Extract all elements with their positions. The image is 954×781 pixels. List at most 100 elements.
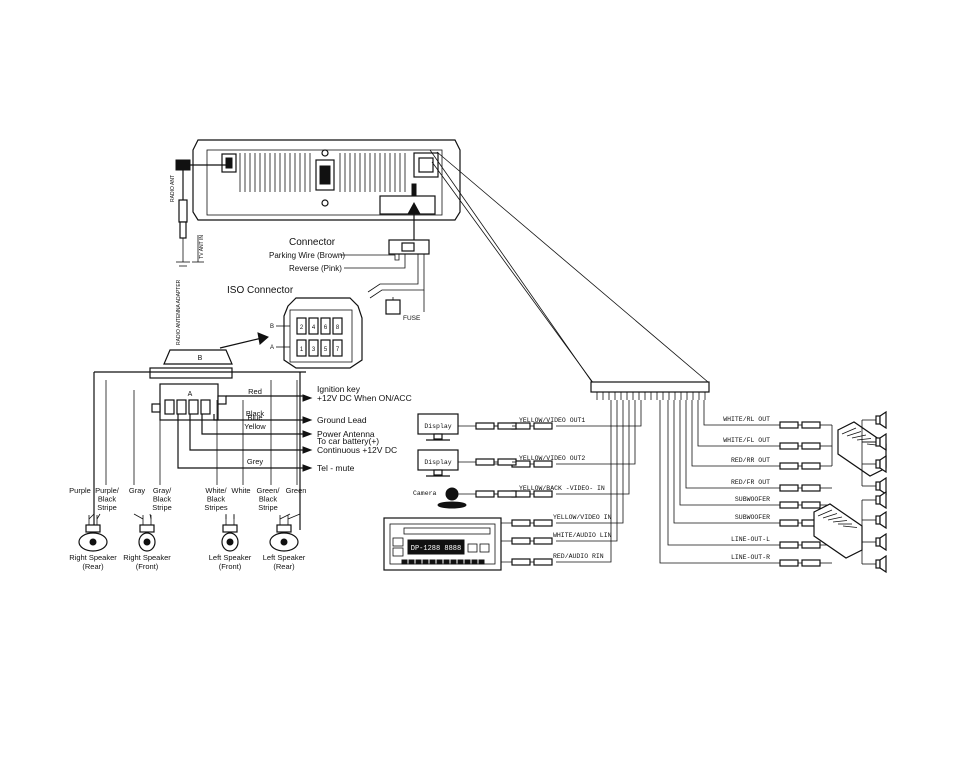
av-right-label: SUBWOOFER (735, 496, 770, 503)
iso-connector-title: ISO Connector (227, 285, 294, 296)
wire-color-label: Black (246, 409, 265, 418)
output-speakers (861, 410, 887, 574)
av-wire (691, 400, 780, 467)
av-right-label: LINE-OUT-L (731, 536, 770, 543)
rca-plug (779, 519, 799, 527)
rca-plug (779, 421, 799, 429)
wire-desc-label: Ground Lead (317, 415, 367, 425)
av-wire (556, 400, 630, 495)
av-left-label: RED/AUDIO RIN (553, 553, 604, 560)
av-left-label: YELLOW/VIDEO OUT2 (519, 455, 585, 462)
speaker-wire-label: Purple (69, 486, 91, 495)
rca-plug (779, 501, 799, 509)
camera-label: Camera (413, 490, 437, 497)
radio-antenna-adapter-label: RADIO ANTENNA ADAPTER (176, 279, 182, 345)
av-left-label: WHITE/AUDIO LIN (553, 532, 612, 539)
iso-pin-number: 5 (324, 347, 328, 353)
rca-plug (511, 558, 531, 566)
parking-wire-label: Parking Wire (Brown) (269, 251, 345, 260)
av-wire (556, 400, 636, 465)
block-a-pins (151, 395, 227, 415)
speaker-wire-label: White (231, 486, 250, 495)
av-wire (659, 400, 780, 564)
iso-row-b: B (270, 324, 274, 330)
cooling-fins (239, 153, 406, 192)
av-wire (703, 400, 780, 426)
block-b-label: B (198, 355, 203, 362)
wire-desc-label: Ignition key+12V DC When ON/ACC (317, 384, 412, 403)
speakers: Right Speaker(Rear)Right Speaker(Front)L… (69, 515, 306, 571)
av-right-label: SUBWOOFER (735, 514, 770, 521)
fuse-label: FUSE (403, 315, 421, 322)
iso-row-a: A (270, 345, 274, 351)
rca-plug (497, 490, 517, 498)
rca-plug (801, 559, 821, 567)
iso-pin-number: 3 (312, 347, 316, 353)
display-label: Display (424, 423, 451, 430)
av-right-label: WHITE/FL OUT (723, 437, 770, 444)
iso-pin-number: 8 (336, 325, 340, 331)
wire-desc-label: Power Antenna (317, 429, 375, 439)
speaker-icon (879, 532, 887, 552)
av-left-label: YELLOW/BACK -VIDEO- IN (519, 485, 605, 492)
head-unit-rear (192, 139, 461, 240)
iso-pin-number: 2 (300, 325, 304, 331)
harness-blocks: B A (93, 349, 306, 530)
rca-plug (511, 537, 531, 545)
amplifier-icon (813, 503, 863, 559)
av-left-label: YELLOW/VIDEO IN (553, 514, 612, 521)
rca-plug (779, 462, 799, 470)
iso-pin-number: 6 (324, 325, 328, 331)
iso-pin-number: 1 (300, 347, 304, 353)
power-wires: Red Ignition key+12V DC When ON/ACC BlackG… (177, 384, 412, 473)
rca-plug (801, 462, 821, 470)
speaker-icon (879, 410, 887, 430)
dvd-display-text: DP-1288 8888 (411, 545, 461, 553)
av-wire (673, 400, 780, 524)
speaker-icon (879, 454, 887, 474)
connector: Connector Parking Wire (Brown) Reverse (… (269, 237, 430, 322)
av-wire (556, 400, 624, 524)
wire-color-label: Grey (247, 457, 264, 466)
power-wire (177, 414, 305, 469)
av-right-label: LINE-OUT-R (731, 554, 770, 561)
rca-plug (779, 442, 799, 450)
camera-icon (445, 487, 459, 501)
antenna-adapter: RADIO ANT TV ANT IN RADIO ANTENNA ADAPTE… (170, 159, 226, 345)
rca-plug (801, 421, 821, 429)
speaker-label: Left Speaker(Front) (209, 553, 252, 571)
speaker-label: Left Speaker(Rear) (263, 553, 306, 571)
reverse-wire-label: Reverse (Pink) (289, 264, 342, 273)
av-right-label: RED/FR OUT (731, 479, 770, 486)
speaker-wire-label: Green (286, 486, 307, 495)
rca-plug (475, 490, 495, 498)
speaker-icon (879, 510, 887, 530)
av-wire (556, 400, 612, 563)
speaker-wire-label: Gray (129, 486, 146, 495)
rca-plug (533, 558, 553, 566)
av-wire (667, 400, 780, 546)
rca-plug (475, 422, 495, 430)
speaker-icon (879, 432, 887, 452)
power-wire (213, 414, 305, 421)
av-harness (590, 381, 710, 400)
display-label: Display (424, 459, 451, 466)
iso-pin-number: 4 (312, 325, 316, 331)
connector-title: Connector (289, 237, 336, 248)
rca-plug (779, 541, 799, 549)
wire-color-label: Red (248, 387, 262, 396)
speaker-label: Right Speaker(Rear) (69, 553, 117, 571)
speaker-icon (879, 554, 887, 574)
